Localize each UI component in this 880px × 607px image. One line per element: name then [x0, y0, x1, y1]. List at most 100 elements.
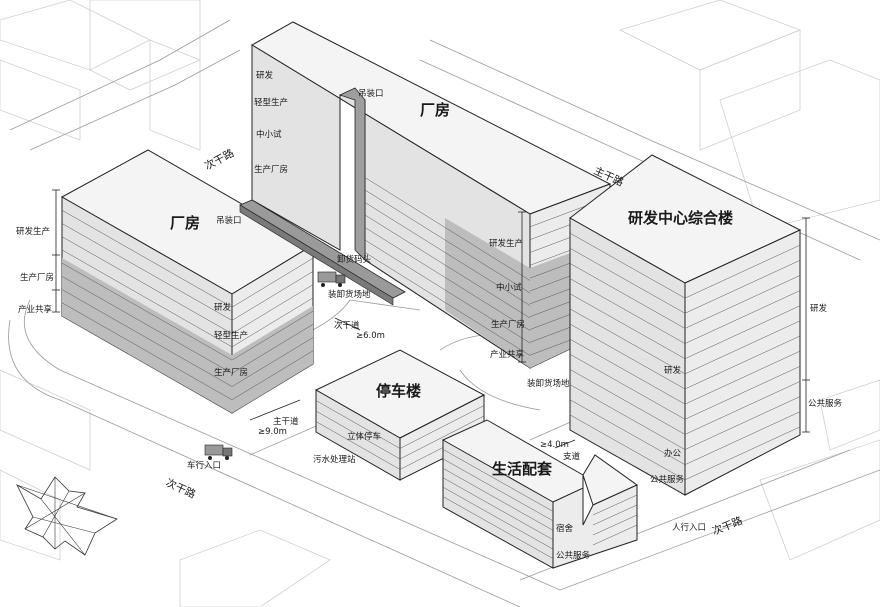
floor-line — [315, 400, 401, 449]
pedestrian-entry-label: 人行入口 — [672, 522, 706, 533]
floor-label: 中小试 — [496, 282, 522, 293]
hoist-label: 吊装口 — [216, 215, 242, 226]
floor-line — [684, 320, 801, 375]
floor-line — [231, 258, 314, 308]
truck-icon — [204, 444, 233, 460]
floor-line — [364, 189, 531, 294]
floor-label: 生产厂房 — [491, 319, 525, 330]
floor-line — [231, 271, 314, 321]
floor-line — [442, 449, 554, 512]
road-label: 次干路 — [202, 146, 236, 173]
floor-line — [684, 290, 801, 344]
floor-label: 立体停车 — [347, 431, 381, 442]
floor-line — [61, 276, 233, 374]
dimension-label: 研发 — [810, 303, 828, 314]
floor-line — [61, 210, 233, 308]
dock-label: 卸货码头 — [337, 254, 372, 265]
floor-line — [684, 350, 801, 405]
building-rd-center — [569, 154, 802, 496]
floor-line — [61, 249, 233, 348]
loading-dock-platform — [239, 199, 406, 306]
floor-line — [442, 496, 554, 559]
floor-line — [592, 514, 638, 536]
loading-yard-label: 装卸货场地 — [527, 378, 570, 389]
building-living — [442, 419, 638, 569]
factory-left-title: 厂房 — [170, 214, 200, 232]
floor-line — [61, 223, 233, 321]
wind-rose-icon — [16, 476, 118, 556]
floor-line — [592, 524, 638, 546]
hoist-label: 吊装口 — [358, 88, 384, 99]
floor-line — [684, 381, 801, 435]
floor-line — [684, 411, 801, 465]
floor-line — [364, 202, 531, 306]
truck-icon — [317, 271, 346, 287]
floor-label: 中小试 — [256, 129, 282, 140]
floor-line — [684, 335, 801, 390]
factory-main-title: 厂房 — [420, 101, 450, 119]
floor-line — [364, 227, 531, 331]
floor-line — [569, 278, 686, 344]
floor-label: 生产厂房 — [20, 272, 54, 283]
lane-label: 支道 — [563, 451, 581, 462]
road-label: 次干路 — [710, 514, 745, 538]
dimension-label: 公共服务 — [808, 398, 843, 409]
floor-line — [364, 177, 531, 281]
loading-yard-label: 装卸货场地 — [328, 289, 371, 300]
floor-line — [569, 323, 686, 390]
floor-line — [315, 410, 401, 460]
road-label: 次干路 — [164, 476, 198, 501]
vehicle-entry-label: 车行入口 — [187, 460, 221, 471]
floor-line — [442, 477, 554, 540]
floor-line — [569, 232, 686, 299]
floor-line — [592, 494, 638, 516]
floor-line — [231, 337, 314, 387]
living-title: 生活配套 — [492, 460, 553, 478]
floor-line — [315, 421, 401, 470]
floor-line — [569, 308, 686, 375]
floor-line — [684, 396, 801, 450]
floor-label: 研发生产 — [16, 226, 50, 237]
building-factory-main — [251, 21, 612, 369]
floor-line — [442, 468, 554, 531]
dimension-lines — [52, 189, 810, 449]
floor-line — [684, 426, 801, 481]
floor-line — [61, 302, 233, 400]
floor-line — [231, 297, 314, 348]
building-factory-left — [60, 149, 314, 414]
floor-line — [569, 399, 686, 465]
floor-line — [364, 214, 531, 319]
floor-line — [569, 414, 686, 481]
floor-line — [399, 415, 485, 460]
floor-label: 宿舍 — [556, 523, 574, 534]
floor-line — [231, 350, 314, 400]
floor-line — [61, 262, 233, 361]
floor-line — [569, 354, 686, 420]
floor-label: 研发生产 — [489, 238, 523, 249]
rd-center-title: 研发中心综合楼 — [628, 209, 733, 227]
floor-line — [569, 293, 686, 359]
floor-line — [569, 338, 686, 405]
floor-line — [569, 263, 686, 329]
floor-label: 生产厂房 — [214, 367, 248, 378]
floor-label: 研发 — [214, 302, 232, 313]
floor-label: 产业共享 — [490, 349, 525, 360]
floor-label: 公共服务 — [556, 550, 591, 561]
floor-line — [592, 504, 638, 526]
floor-line — [684, 305, 801, 359]
floor-line — [61, 236, 233, 334]
lane-label: 主干道 — [273, 416, 299, 427]
lane-width-label: ≥4.0m — [540, 440, 569, 450]
lane-width-label: ≥6.0m — [356, 331, 385, 341]
floor-line — [399, 405, 485, 449]
floor-label: 生产厂房 — [254, 164, 288, 175]
building-parking — [314, 349, 486, 481]
floor-line — [364, 252, 531, 356]
parking-title: 停车楼 — [376, 382, 421, 400]
floor-line — [684, 275, 801, 329]
floor-label: 公共服务 — [650, 474, 685, 485]
floor-label: 研发 — [664, 365, 682, 376]
floor-line — [569, 369, 686, 435]
